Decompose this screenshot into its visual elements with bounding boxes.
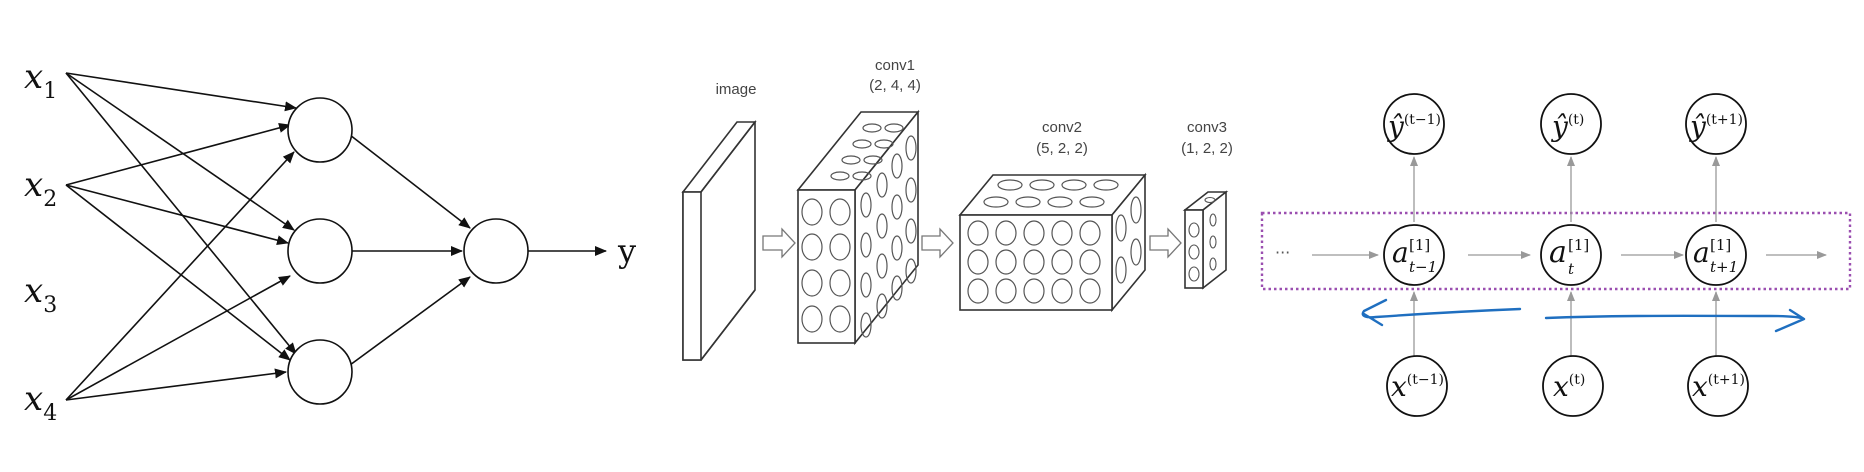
nn-input-x2: x2 [24, 165, 57, 212]
cnn-arrow-1 [762, 227, 796, 259]
rnn-panel: ··· ŷ(t−1) ŷ(t) ŷ(t+1) a[1 [1260, 93, 1852, 417]
rnn-connections [1312, 156, 1827, 356]
rnn-hidden-node-1 [1383, 224, 1445, 286]
nn-input-x3: x3 [24, 271, 57, 318]
rnn-output-nodes: ŷ(t−1) ŷ(t) ŷ(t+1) [1383, 93, 1747, 155]
cnn-conv1-name: conv1 [875, 57, 915, 74]
cnn-conv1-block [796, 109, 920, 346]
rnn-input-label-2: x(t) [1553, 370, 1585, 403]
rnn-hidden-label-2: a[1]t [1549, 235, 1589, 278]
rnn-hidden-label-1: a[1]t−1 [1392, 236, 1437, 276]
nn-output-label: y [617, 232, 636, 270]
rnn-output-node-2 [1540, 93, 1602, 155]
cnn-image-slab [681, 120, 757, 361]
cnn-arrow-3 [1149, 227, 1182, 259]
nn-edges [65, 72, 607, 401]
nn-input-x4: x4 [24, 379, 57, 426]
cnn-conv3-shape: (1, 2, 2) [1181, 140, 1233, 157]
rnn-input-node-1 [1386, 355, 1448, 417]
forward-stroke [1544, 308, 1806, 333]
cnn-arrow-2 [921, 227, 954, 259]
rnn-ellipsis: ··· [1275, 243, 1290, 262]
nn-output-node [463, 218, 529, 284]
rnn-hidden-node-2 [1540, 224, 1602, 286]
rnn-hand-annotation [1361, 298, 1806, 333]
cnn-conv2-block [958, 172, 1147, 313]
nn-hidden-node-2 [287, 218, 353, 284]
cnn-image-label: image [716, 81, 757, 98]
nn-input-x1: x1 [24, 57, 57, 104]
nn-hidden-node-3 [287, 339, 353, 405]
rnn-layer-box [1260, 211, 1852, 291]
backward-stroke [1361, 298, 1522, 327]
nn-hidden-node-1 [287, 97, 353, 163]
rnn-output-label-3: ŷ(t+1) [1688, 110, 1743, 143]
rnn-output-label-2: ŷ(t) [1550, 110, 1584, 143]
rnn-hidden-node-3 [1685, 224, 1747, 286]
rnn-input-nodes: x(t−1) x(t) x(t+1) [1386, 355, 1749, 417]
rnn-input-label-3: x(t+1) [1692, 370, 1745, 403]
rnn-hidden-nodes: a[1]t−1 a[1]t a[1]t+1 [1383, 224, 1747, 286]
cnn-conv1-shape: (2, 4, 4) [869, 77, 921, 94]
cnn-conv2-shape: (5, 2, 2) [1036, 140, 1088, 157]
rnn-input-label-1: x(t−1) [1391, 370, 1444, 403]
cnn-conv3-name: conv3 [1187, 119, 1227, 136]
nn-panel: x1 x2 x3 x4 y [24, 57, 636, 426]
cnn-conv2-name: conv2 [1042, 119, 1082, 136]
cnn-conv3-block [1182, 190, 1229, 290]
rnn-output-node-3 [1685, 93, 1747, 155]
rnn-input-node-2 [1542, 355, 1604, 417]
rnn-input-node-3 [1687, 355, 1749, 417]
rnn-hidden-label-3: a[1]t+1 [1693, 236, 1738, 276]
rnn-output-label-1: ŷ(t−1) [1386, 110, 1441, 143]
cnn-panel: image conv1 [681, 57, 1233, 361]
rnn-output-node-1 [1383, 93, 1445, 155]
